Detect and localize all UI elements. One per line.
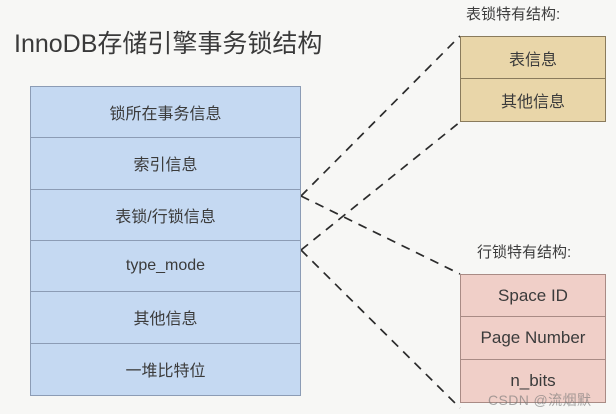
table-lock-row: 表信息: [461, 37, 605, 80]
row-lock-caption: 行锁特有结构:: [477, 244, 572, 261]
connector-b-to-table-lock-bottom: [300, 121, 461, 251]
table-lock-caption: 表锁特有结构:: [466, 6, 561, 23]
lock-structure-row: 表锁/行锁信息: [31, 189, 300, 241]
row-lock-row: n_bits: [461, 359, 605, 403]
lock-structure-row: type_mode: [31, 240, 300, 293]
connector-b-to-row-lock-bottom: [300, 249, 461, 409]
lock-structure-row: 锁所在事务信息: [31, 87, 300, 139]
row-lock-row: Space ID: [461, 275, 605, 318]
csdn-watermark: CSDN @流烟默: [488, 392, 592, 408]
page-title: InnoDB存储引擎事务锁结构: [14, 30, 323, 58]
table-lock-stack: 表信息 其他信息: [460, 36, 606, 122]
lock-structure-row: 一堆比特位: [31, 343, 300, 395]
lock-structure-row: 其他信息: [31, 292, 300, 344]
lock-structure-stack: 锁所在事务信息 索引信息 表锁/行锁信息 type_mode 其他信息 一堆比特…: [30, 86, 301, 396]
row-lock-row: Page Number: [461, 317, 605, 360]
table-lock-row: 其他信息: [461, 79, 605, 121]
connector-a-to-row-lock-top: [300, 195, 461, 275]
row-lock-stack: Space ID Page Number n_bits: [460, 274, 606, 403]
lock-structure-row: 索引信息: [31, 138, 300, 190]
connector-a-to-table-lock-top: [300, 35, 461, 197]
